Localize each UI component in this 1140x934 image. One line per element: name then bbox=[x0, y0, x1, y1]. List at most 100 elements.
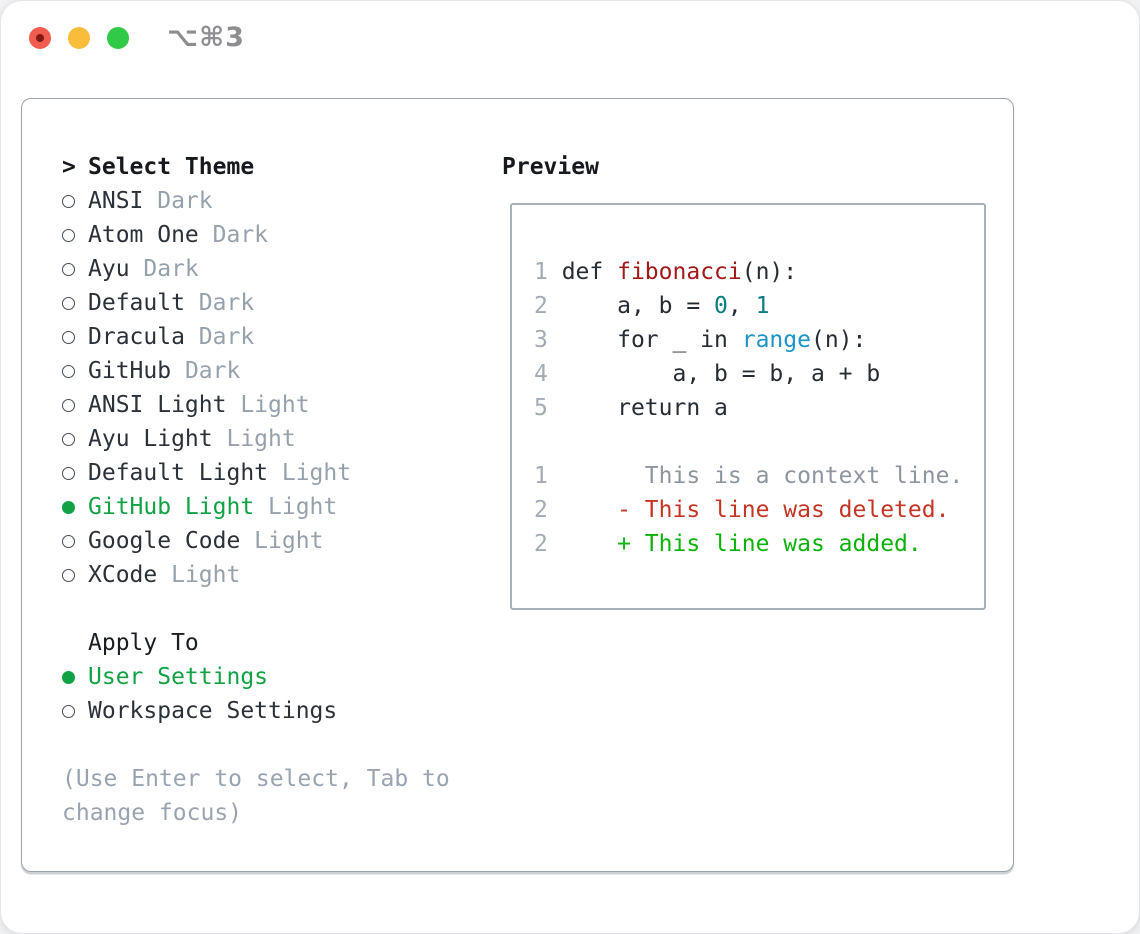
code-line: 4 a, b = b, a + b bbox=[534, 357, 984, 391]
prompt-icon: > bbox=[62, 154, 76, 180]
radio-unselected-icon bbox=[62, 398, 88, 412]
radio-selected-icon bbox=[62, 670, 88, 684]
code-line bbox=[534, 425, 984, 459]
minimize-button-icon[interactable] bbox=[68, 27, 90, 49]
hint-line-1: (Use Enter to select, Tab to bbox=[62, 766, 450, 792]
apply-option-label: Workspace Settings bbox=[88, 698, 338, 724]
code-line: 5 return a bbox=[534, 391, 984, 425]
theme-variant-badge: Dark bbox=[184, 324, 255, 350]
theme-name: Google Code bbox=[88, 528, 241, 554]
theme-variant-badge: Light bbox=[268, 460, 352, 486]
theme-option-ansi-light[interactable]: ANSI Light Light bbox=[62, 388, 450, 422]
code-token-default: , bbox=[727, 293, 756, 319]
code-token-default: a, b = b, a + b bbox=[547, 361, 881, 387]
radio-unselected-icon bbox=[62, 568, 88, 582]
preview-title: Preview bbox=[502, 154, 599, 180]
theme-option-ayu[interactable]: Ayu Dark bbox=[62, 252, 450, 286]
line-number: 1 bbox=[534, 259, 548, 285]
code-token-default: def bbox=[547, 259, 618, 285]
code-line: 2 a, b = 0, 1 bbox=[534, 289, 984, 323]
theme-variant-badge: Dark bbox=[198, 222, 269, 248]
line-number: 3 bbox=[534, 327, 548, 353]
code-token-context: This is a context line. bbox=[547, 463, 964, 489]
theme-name: Atom One bbox=[88, 222, 199, 248]
title-bar: ⌥⌘3 bbox=[1, 1, 1139, 76]
code-token-default: a, b = bbox=[547, 293, 715, 319]
theme-name: Ayu bbox=[88, 256, 130, 282]
theme-variant-badge: Light bbox=[157, 562, 241, 588]
theme-option-github-light[interactable]: GitHub Light Light bbox=[62, 490, 450, 524]
theme-variant-badge: Light bbox=[240, 528, 324, 554]
theme-name: GitHub bbox=[88, 358, 172, 384]
radio-unselected-icon bbox=[62, 296, 88, 310]
theme-option-dracula[interactable]: Dracula Dark bbox=[62, 320, 450, 354]
theme-option-atom-one[interactable]: Atom One Dark bbox=[62, 218, 450, 252]
theme-option-default-light[interactable]: Default Light Light bbox=[62, 456, 450, 490]
spacer-row bbox=[62, 592, 450, 626]
code-token-default: for _ in bbox=[547, 327, 742, 353]
theme-option-xcode[interactable]: XCode Light bbox=[62, 558, 450, 592]
theme-name: Dracula bbox=[88, 324, 185, 350]
theme-name: Default Light bbox=[88, 460, 269, 486]
theme-option-ayu-light[interactable]: Ayu Light Light bbox=[62, 422, 450, 456]
code-token-default: return a bbox=[547, 395, 728, 421]
theme-variant-badge: Light bbox=[254, 494, 338, 520]
line-number: 2 bbox=[534, 497, 548, 523]
radio-unselected-icon bbox=[62, 466, 88, 480]
code-token-number: 0 bbox=[714, 293, 728, 319]
code-token-default bbox=[548, 531, 617, 557]
radio-selected-icon bbox=[62, 500, 88, 514]
theme-name: ANSI Light bbox=[88, 392, 227, 418]
code-token-builtin: range bbox=[741, 327, 811, 353]
theme-option-default[interactable]: Default Dark bbox=[62, 286, 450, 320]
line-number: 2 bbox=[534, 531, 548, 557]
apply-to-title: Apply To bbox=[88, 630, 199, 656]
theme-name: Ayu Light bbox=[88, 426, 213, 452]
radio-unselected-icon bbox=[62, 364, 88, 378]
radio-unselected-icon bbox=[62, 534, 88, 548]
traffic-lights bbox=[29, 27, 129, 49]
theme-name: GitHub Light bbox=[88, 494, 255, 520]
theme-variant-badge: Dark bbox=[184, 290, 255, 316]
select-theme-header: > Select Theme bbox=[62, 150, 450, 184]
code-token-deleted: - This line was deleted. bbox=[617, 497, 950, 523]
theme-variant-badge: Light bbox=[226, 392, 310, 418]
code-token-default: (n): bbox=[741, 259, 798, 285]
code-line: 2 + This line was added. bbox=[534, 527, 984, 561]
theme-variant-badge: Dark bbox=[171, 358, 241, 384]
window-title-shortcut: ⌥⌘3 bbox=[167, 22, 245, 53]
radio-unselected-icon bbox=[62, 194, 88, 208]
theme-variant-badge: Dark bbox=[129, 256, 199, 282]
theme-name: Default bbox=[88, 290, 185, 316]
apply-option-user-settings[interactable]: User Settings bbox=[62, 660, 450, 694]
theme-option-ansi[interactable]: ANSI Dark bbox=[62, 184, 450, 218]
theme-variant-badge: Light bbox=[212, 426, 296, 452]
code-token-default bbox=[548, 497, 617, 523]
zoom-button-icon[interactable] bbox=[107, 27, 129, 49]
theme-variant-badge: Dark bbox=[143, 188, 213, 214]
line-number: 5 bbox=[534, 395, 548, 421]
close-button-icon[interactable] bbox=[29, 27, 51, 49]
code-token-function: fibonacci bbox=[617, 259, 742, 285]
code-token-added: + This line was added. bbox=[617, 531, 922, 557]
theme-name: ANSI bbox=[88, 188, 144, 214]
code-line: 1 def fibonacci(n): bbox=[534, 255, 984, 289]
code-line: 1 This is a context line. bbox=[534, 459, 984, 493]
line-number: 1 bbox=[534, 463, 548, 489]
theme-option-google-code[interactable]: Google Code Light bbox=[62, 524, 450, 558]
apply-option-workspace-settings[interactable]: Workspace Settings bbox=[62, 694, 450, 728]
radio-unselected-icon bbox=[62, 228, 88, 242]
theme-option-github[interactable]: GitHub Dark bbox=[62, 354, 450, 388]
code-token-number: 1 bbox=[755, 293, 770, 319]
radio-unselected-icon bbox=[62, 330, 88, 344]
radio-unselected-icon bbox=[62, 262, 88, 276]
spacer-row bbox=[62, 728, 450, 762]
code-token-default: (n): bbox=[810, 327, 867, 353]
line-number: 4 bbox=[534, 361, 548, 387]
